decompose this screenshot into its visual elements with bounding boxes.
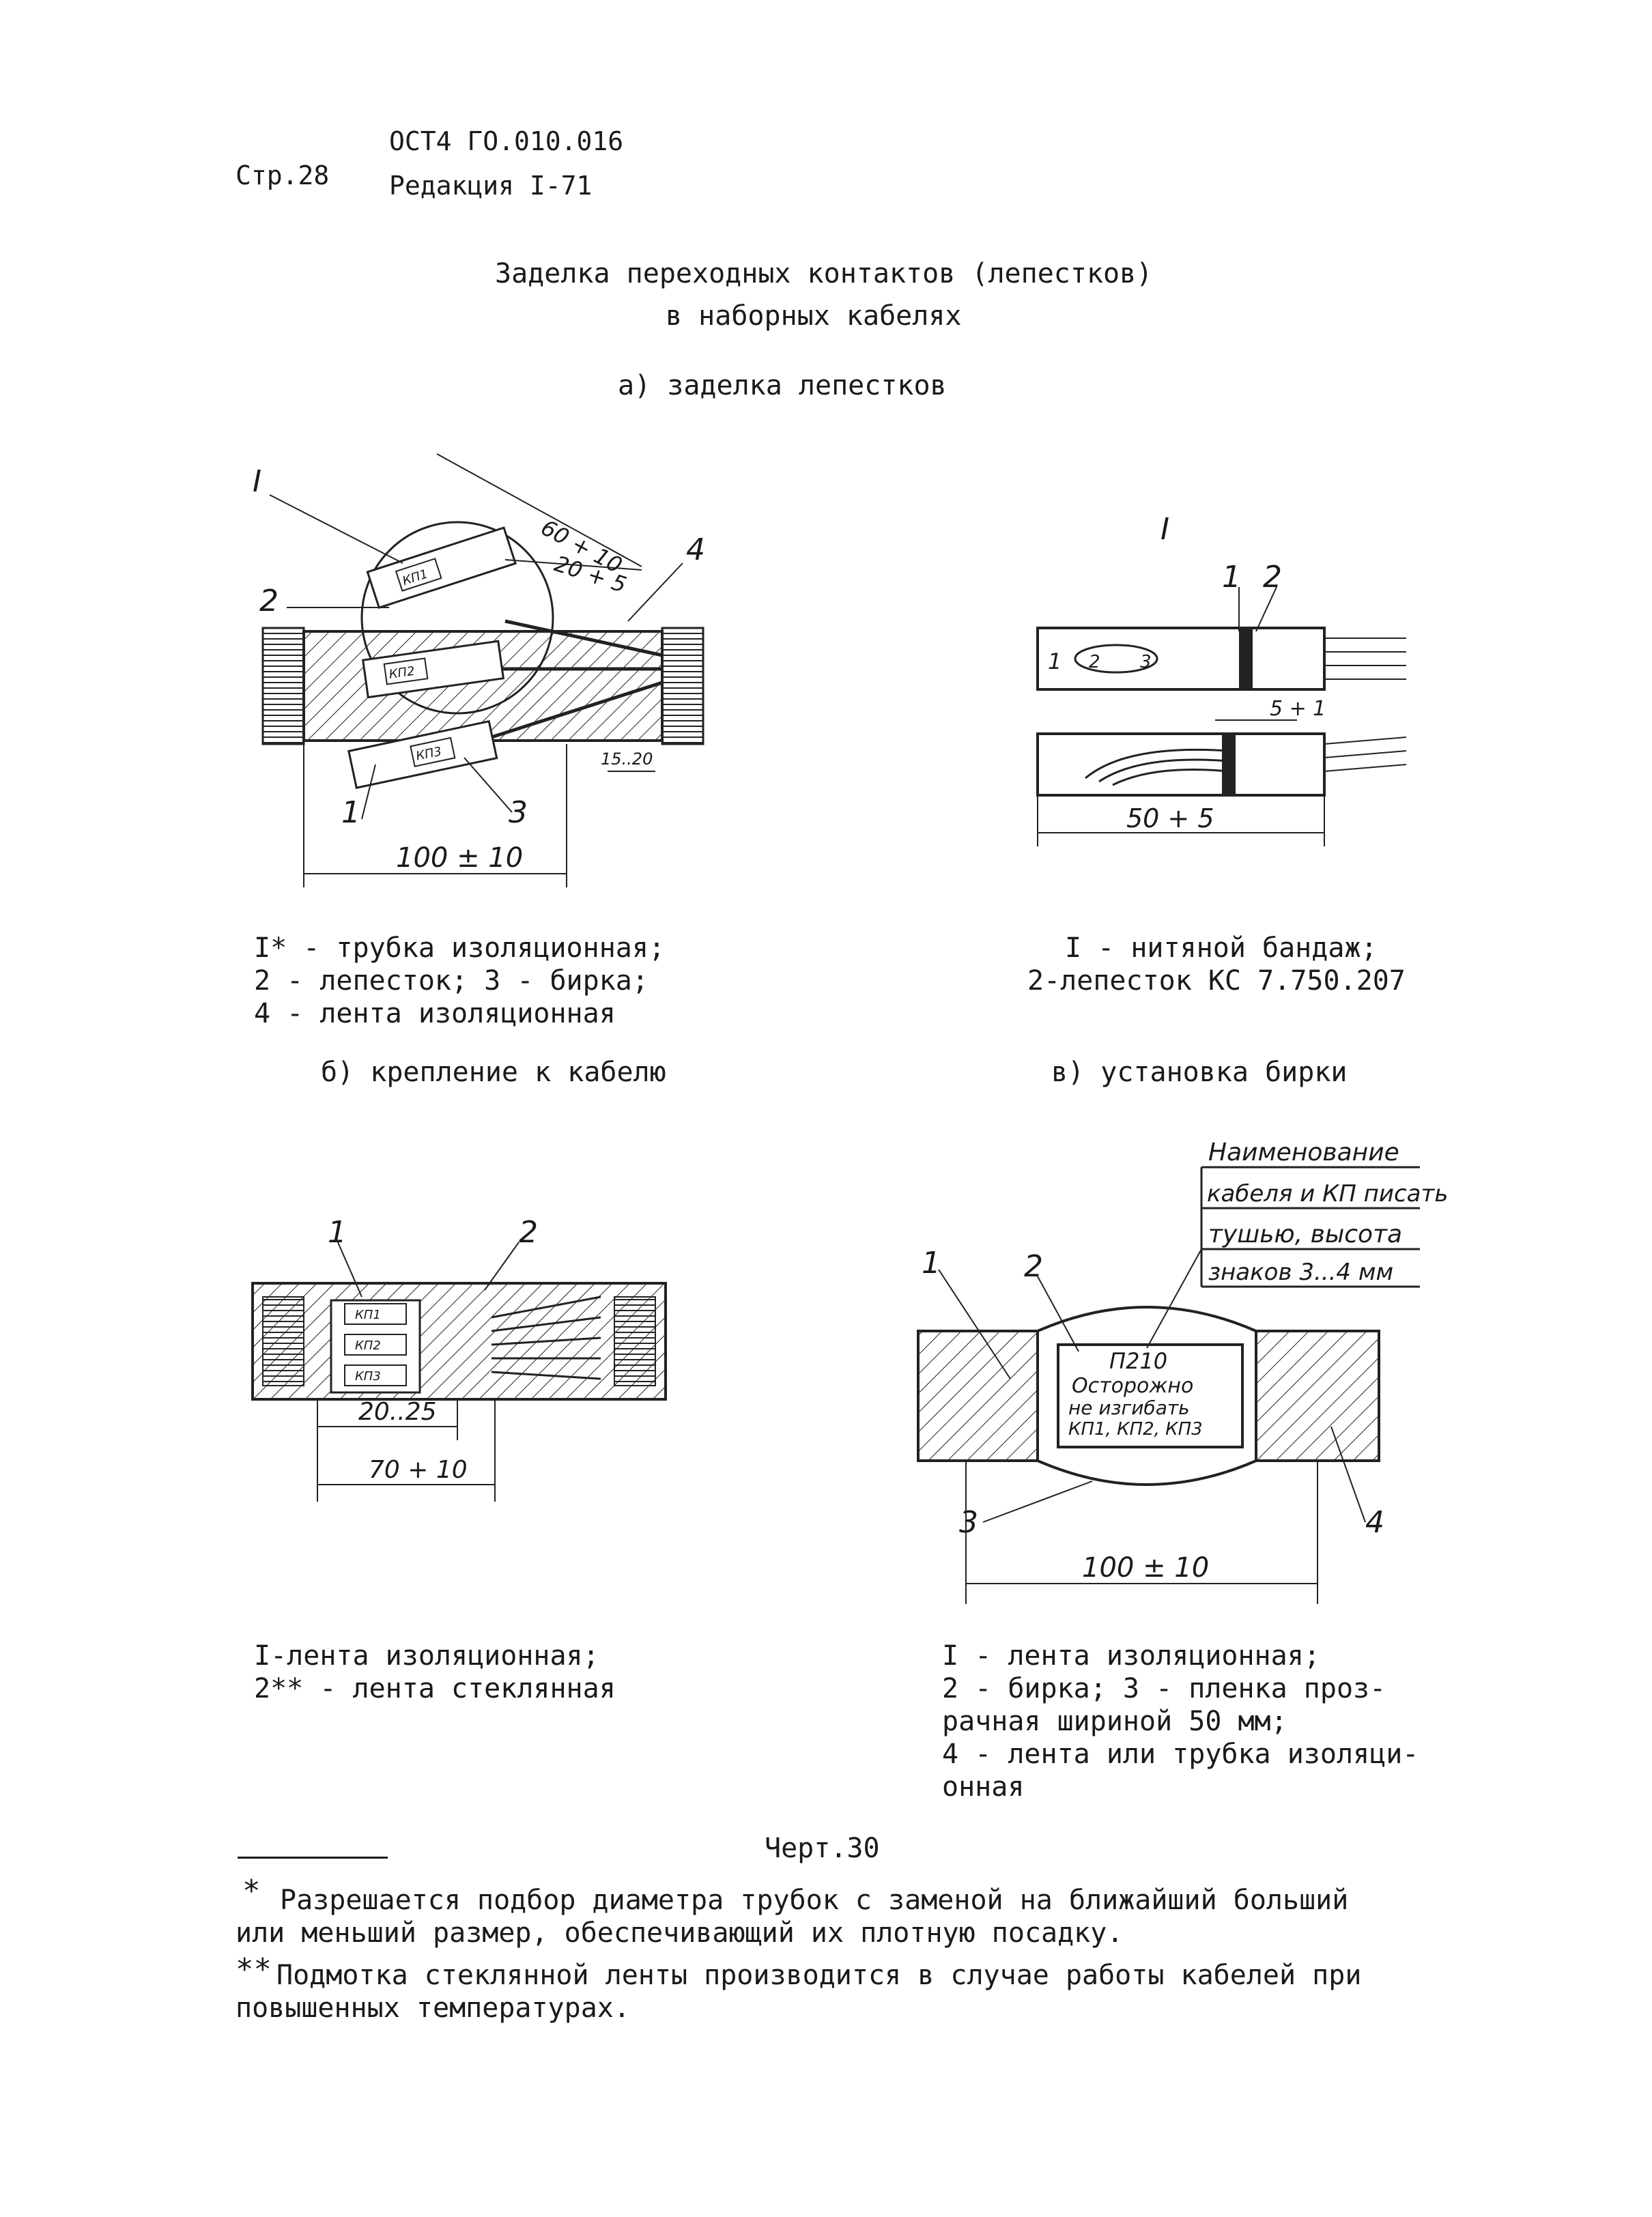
inner-callout-2: 2 [1089, 652, 1100, 672]
caption-a-right-2: 2-лепесток КС 7.750.207 [1027, 965, 1406, 997]
callout-I: I [253, 464, 261, 499]
inner-callout-3: 3 [1140, 652, 1152, 672]
footnote-2-line1: Подмотка стеклянной ленты производится в… [276, 1960, 1362, 1991]
standard-code: ОСТ4 ГО.010.016 [389, 126, 624, 156]
caption-v-5: онная [942, 1771, 1025, 1803]
v-callout-3: 3 [959, 1505, 978, 1540]
page-title-line1: Заделка переходных контактов (лепестков) [495, 258, 1153, 289]
dim-5-1: 5 + 1 [1270, 697, 1326, 721]
right-callout-2: 2 [1263, 560, 1282, 595]
caption-a-right-1: I - нитяной бандаж; [1065, 932, 1378, 964]
caption-a-left-2: 2 - лепесток; 3 - бирка; [254, 965, 649, 997]
callout-2: 2 [259, 584, 279, 618]
note-line1: Наименование [1208, 1140, 1399, 1167]
callout-4: 4 [686, 532, 705, 567]
footnote-rule [238, 1857, 388, 1859]
section-a-heading: а) заделка лепестков [618, 370, 947, 401]
callout-3: 3 [509, 795, 528, 830]
inner-callout-1: 1 [1048, 648, 1062, 674]
footnote-1-line1: Разрешается подбор диаметра трубок с зам… [280, 1885, 1349, 1916]
page-title-line2: в наборных кабелях [666, 300, 962, 332]
dim-15-20: 15..20 [601, 749, 653, 769]
b-tag-kp2: КП2 [355, 1339, 381, 1353]
caption-v-1: I - лента изоляционная; [942, 1640, 1320, 1672]
v-callout-1: 1 [922, 1246, 941, 1281]
figure-a-right: I 1 2 1 2 3 5 + 1 50 + 5 [1036, 512, 1407, 846]
right-callout-I: I [1160, 512, 1169, 547]
figure-v: П210 Осторожно не изгибать КП1, КП2, КП3… [917, 1140, 1447, 1604]
v-tag-line2: Осторожно [1072, 1374, 1193, 1398]
caption-b-1: I-лента изоляционная; [254, 1640, 599, 1672]
footnote-star-1: * [242, 1874, 261, 1908]
figure-b: КП1 КП2 КП3 1 2 20..25 70 + 10 [251, 1215, 667, 1502]
caption-a-left-1: I* - трубка изоляционная; [254, 932, 666, 964]
b-dim-70-10: 70 + 10 [369, 1456, 468, 1484]
v-tag-line4: КП1, КП2, КП3 [1068, 1419, 1203, 1440]
callout-1: 1 [341, 795, 360, 830]
v-callout-2: 2 [1024, 1249, 1043, 1284]
tag-kp2-label: КП2 [388, 664, 416, 682]
v-tag-line3: не изгибать [1068, 1397, 1190, 1419]
footnote-star-2: ** [236, 1952, 272, 1987]
page-number: Стр.28 [236, 160, 330, 190]
note-line4: знаков 3...4 мм [1208, 1259, 1393, 1286]
caption-b-2: 2** - лента стеклянная [254, 1673, 616, 1704]
footnote-2-line2: повышенных температурах. [236, 1992, 630, 2024]
b-callout-1: 1 [328, 1215, 347, 1250]
caption-a-left-3: 4 - лента изоляционная [254, 998, 616, 1029]
right-callout-1: 1 [1222, 560, 1241, 595]
dim-50-5: 50 + 5 [1126, 803, 1214, 833]
section-v-heading: в) установка бирки [1051, 1057, 1348, 1088]
figure-a-left: КП1 КП2 КП3 60 + 10 20 + 5 15..20 100 ± … [253, 453, 705, 887]
caption-v-4: 4 - лента или трубка изоляци- [942, 1739, 1419, 1770]
caption-v-2: 2 - бирка; 3 - пленка проз- [942, 1673, 1386, 1704]
v-dim-100-10: 100 ± 10 [1082, 1552, 1209, 1584]
note-line3: тушью, высота [1208, 1220, 1402, 1248]
caption-v-3: рачная шириной 50 мм; [942, 1706, 1287, 1737]
footnote-1-line2: или меньший размер, обеспечивающий их пл… [236, 1917, 1124, 1949]
v-callout-4: 4 [1365, 1505, 1384, 1540]
v-tag-line1: П210 [1109, 1348, 1167, 1374]
b-tag-kp3: КП3 [355, 1369, 381, 1384]
section-b-heading: б) крепление к кабелю [321, 1057, 666, 1088]
dim-100-10: 100 ± 10 [396, 842, 523, 874]
edition: Редакция I-71 [389, 171, 593, 201]
b-dim-20-25: 20..25 [358, 1398, 437, 1426]
b-callout-2: 2 [519, 1215, 538, 1250]
note-line2: кабеля и КП писать [1207, 1180, 1447, 1207]
b-tag-kp1: КП1 [355, 1308, 381, 1322]
figure-label: Черт.30 [765, 1833, 880, 1864]
